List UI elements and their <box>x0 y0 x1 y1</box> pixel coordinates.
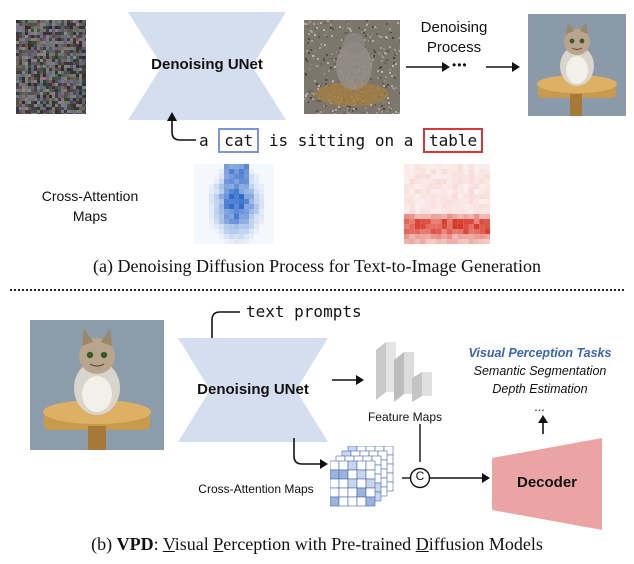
decoder-to-tasks-arrow <box>538 415 548 434</box>
denoising-unet-a <box>128 12 286 120</box>
process-label-line2: Process <box>426 39 482 56</box>
caption-b-iffusion: iffusion Models <box>428 534 543 554</box>
prompt-word-a2: a <box>403 131 414 150</box>
feature-maps-label: Feature Maps <box>367 410 443 424</box>
table-attention-map <box>404 164 490 244</box>
cat-attention-map <box>194 164 274 244</box>
decoder-block <box>492 438 602 530</box>
caption-b-v: V <box>162 534 175 554</box>
caption-b-colon: : <box>153 534 163 554</box>
concat-symbol: C <box>415 469 425 483</box>
cross-attention-line2: Maps <box>72 208 108 224</box>
cross-attention-label: Cross-Attention Maps <box>30 186 150 226</box>
unet-to-attention-arrow <box>293 438 328 469</box>
caption-b-vpd: VPD <box>116 534 154 554</box>
prompt-word-a: a <box>199 131 209 150</box>
unet-label-b: Denoising UNet <box>197 381 309 398</box>
caption-b-isual: isual <box>174 534 214 554</box>
caption-b: (b) VPD: Visual Perception with Pre-trai… <box>0 534 634 555</box>
unet-to-feature-arrow <box>332 375 364 385</box>
task-semantic-segmentation: Semantic Segmentation <box>473 364 607 378</box>
prompt-word-sitting: sitting <box>297 131 366 150</box>
cross-attention-grid-graphic <box>330 446 394 507</box>
prompt-word-on: on <box>374 131 395 150</box>
text-prompts-label: text prompts <box>246 302 362 321</box>
section-divider <box>10 289 624 291</box>
ellipsis: ••• <box>452 58 468 72</box>
prompt-word-is: is <box>268 131 289 150</box>
generated-cat-image <box>528 14 626 116</box>
noisy-cat-image <box>304 20 400 114</box>
cross-attention-line1: Cross-Attention <box>41 188 139 204</box>
prompt-word-cat: cat <box>218 128 260 153</box>
process-arrows <box>406 62 520 72</box>
process-label-line1: Denoising <box>420 19 488 36</box>
perception-tasks: Visual Perception Tasks Semantic Segment… <box>450 344 630 416</box>
input-cat-image <box>30 320 164 450</box>
feature-maps-graphic <box>376 342 432 402</box>
prompt-to-unet-arrow <box>167 112 196 141</box>
task-more: ... <box>534 400 546 414</box>
denoising-process-label: Denoising Process <box>404 18 504 58</box>
noise-image <box>16 20 86 114</box>
concat-connections <box>402 424 490 489</box>
prompt-sentence: a cat is sitting on a table <box>199 128 484 154</box>
prompt-word-table: table <box>423 128 484 153</box>
caption-b-prefix: (b) <box>91 534 117 554</box>
caption-b-p: P <box>213 534 224 554</box>
unet-label-a: Denoising UNet <box>151 56 263 73</box>
task-depth-estimation: Depth Estimation <box>492 382 588 396</box>
decoder-label: Decoder <box>516 474 578 491</box>
caption-b-erception: erception with Pre-trained <box>223 534 416 554</box>
tasks-title: Visual Perception Tasks <box>468 346 612 360</box>
cross-attention-maps-label: Cross-Attention Maps <box>198 482 314 496</box>
caption-a: (a) Denoising Diffusion Process for Text… <box>93 256 541 276</box>
caption-b-d: D <box>415 534 429 554</box>
denoising-unet-b <box>178 338 328 442</box>
